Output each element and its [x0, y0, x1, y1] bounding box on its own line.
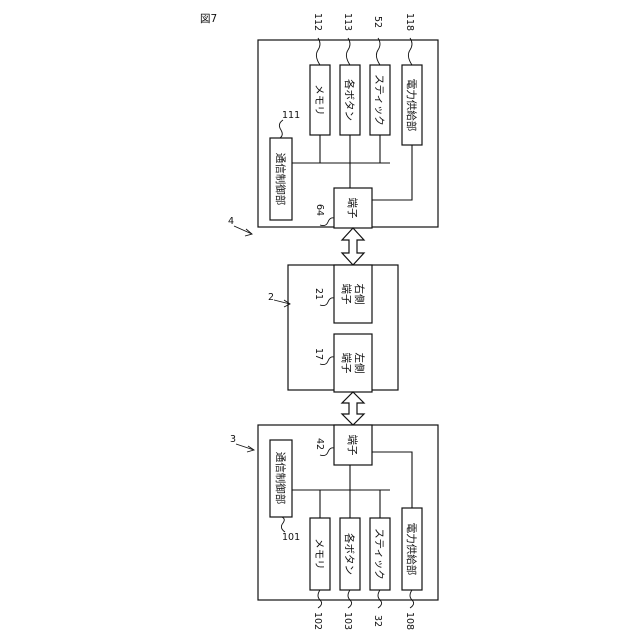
top-device-ref: 4 [228, 216, 234, 227]
bottom-stick-ref: 32 [372, 615, 383, 627]
bottom-comm-unit: 通信制御部 [270, 440, 292, 517]
top-device-ref-arrow [234, 226, 252, 236]
bottom-buttons-unit: 各ボタン [340, 518, 360, 590]
left-terminal-label-1: 左側 [353, 353, 366, 374]
top-comm-label: 通信制御部 [274, 153, 287, 206]
top-stick-label: スティック [373, 74, 385, 126]
top-power-ref: 118 [404, 13, 415, 31]
right-terminal: 右側 端子 [334, 265, 372, 323]
main-unit-ref: 2 [268, 292, 274, 303]
bottom-memory-label: メモリ [313, 538, 325, 570]
bottom-power-label: 電力供給部 [405, 523, 418, 576]
bottom-terminal-ref: 42 [314, 438, 325, 450]
left-terminal-label-2: 端子 [340, 353, 353, 374]
bottom-stick-label: スティック [373, 528, 385, 580]
bottom-memory-unit: メモリ [310, 518, 330, 590]
figure-label: 図7 [200, 13, 217, 25]
top-memory-ref: 112 [312, 13, 323, 31]
bottom-device-ref-arrow [236, 444, 254, 452]
bottom-terminal-unit: 端子 [334, 425, 372, 465]
top-buttons-label: 各ボタン [343, 79, 356, 121]
right-terminal-ref: 21 [313, 288, 324, 300]
top-terminal-label: 端子 [346, 198, 359, 219]
top-connection-arrow [342, 228, 364, 265]
top-terminal-ref: 64 [314, 204, 325, 216]
bottom-memory-ref: 102 [312, 612, 323, 630]
top-comm-unit: 通信制御部 [270, 138, 292, 220]
bottom-comm-ref: 101 [282, 532, 300, 543]
top-terminal-unit: 端子 [334, 188, 372, 228]
bottom-comm-label: 通信制御部 [274, 452, 287, 505]
top-memory-label: メモリ [313, 84, 325, 116]
bottom-buttons-ref: 103 [342, 612, 353, 630]
top-power-unit: 電力供給部 [402, 65, 422, 145]
top-buttons-ref: 113 [342, 13, 353, 31]
bottom-device-ref: 3 [230, 434, 236, 445]
top-buttons-unit: 各ボタン [340, 65, 360, 135]
bottom-buttons-label: 各ボタン [343, 533, 356, 575]
bottom-stick-unit: スティック [370, 518, 390, 590]
left-terminal-ref: 17 [313, 348, 324, 360]
right-terminal-label-2: 端子 [340, 284, 353, 305]
right-terminal-label-1: 右側 [353, 284, 366, 305]
left-terminal: 左側 端子 [334, 334, 372, 392]
bottom-power-ref: 108 [404, 612, 415, 630]
top-comm-ref: 111 [282, 110, 300, 121]
top-power-label: 電力供給部 [405, 79, 418, 132]
top-memory-unit: メモリ [310, 65, 330, 135]
bottom-connection-arrow [342, 392, 364, 425]
bottom-terminal-label: 端子 [346, 435, 359, 456]
bottom-power-unit: 電力供給部 [402, 508, 422, 590]
top-stick-ref: 52 [372, 16, 383, 28]
top-stick-unit: スティック [370, 65, 390, 135]
